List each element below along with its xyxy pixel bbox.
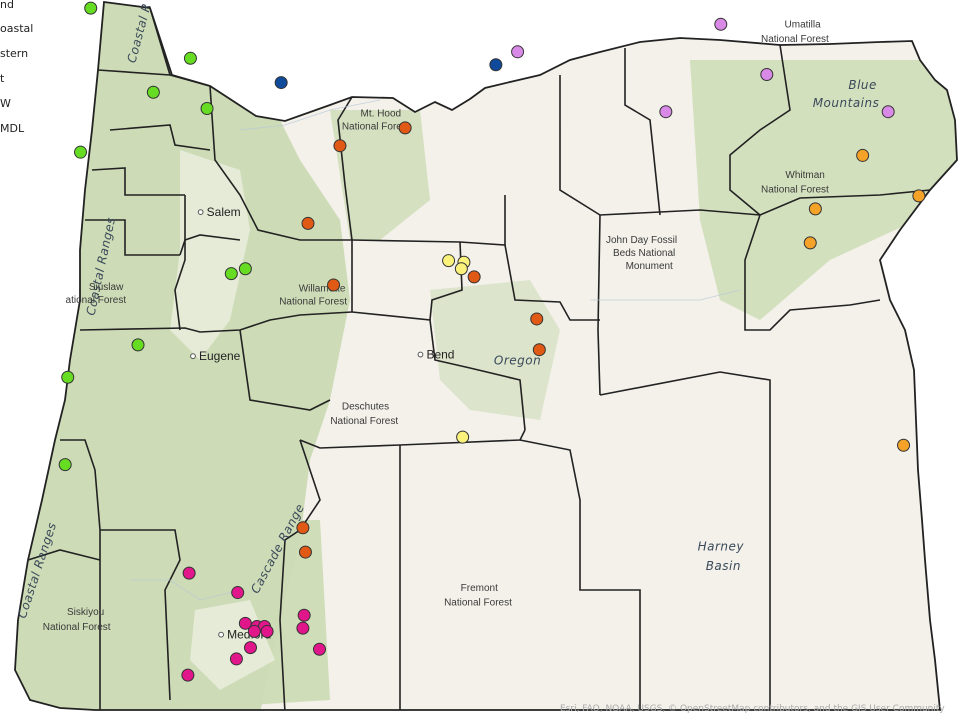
site-marker-yellow[interactable]: [456, 430, 470, 444]
feature-label: Beds National: [613, 248, 675, 259]
feature-label: John Day Fossil: [606, 235, 677, 246]
legend-item-4: t: [0, 72, 5, 85]
site-marker-magenta[interactable]: [297, 608, 311, 622]
feature-label: National Forest: [342, 122, 410, 133]
feature-label: Deschutes: [342, 402, 389, 413]
site-marker-orange[interactable]: [897, 438, 911, 452]
site-marker-yellow[interactable]: [454, 262, 468, 276]
site-marker-violet[interactable]: [760, 67, 774, 81]
feature-label: National Forest: [279, 296, 347, 307]
rivers: [130, 99, 741, 601]
site-marker-magenta[interactable]: [229, 652, 243, 666]
legend-item-2: oastal: [0, 22, 33, 35]
feature-label: National Forest: [761, 34, 829, 45]
site-marker-red-orange[interactable]: [298, 545, 312, 559]
site-marker-magenta[interactable]: [182, 566, 196, 580]
site-marker-magenta[interactable]: [247, 624, 261, 638]
site-marker-red-orange[interactable]: [296, 521, 310, 535]
site-marker-red-orange[interactable]: [301, 216, 315, 230]
feature-label: Fremont: [461, 583, 498, 594]
site-marker-green[interactable]: [183, 51, 197, 65]
feature-label: ational Forest: [66, 295, 127, 306]
feature-label: National Forest: [761, 185, 829, 196]
region-label: Basin: [706, 559, 741, 573]
site-marker-violet[interactable]: [714, 17, 728, 31]
site-marker-green[interactable]: [58, 458, 72, 472]
site-markers: [58, 1, 926, 682]
site-marker-green[interactable]: [84, 1, 98, 15]
legend: nd oastal stern t W MDL: [0, 0, 33, 135]
site-marker-navy[interactable]: [489, 58, 503, 72]
map-attribution: Esri, FAO, NOAA, USGS, © OpenStreetMap c…: [560, 704, 945, 713]
site-marker-orange[interactable]: [912, 189, 926, 203]
site-marker-magenta[interactable]: [313, 642, 326, 656]
feature-label: Siskiyou: [67, 607, 104, 618]
feature-label: National Forest: [444, 598, 512, 609]
site-marker-orange[interactable]: [803, 236, 817, 250]
site-marker-red-orange[interactable]: [530, 312, 544, 326]
site-marker-green[interactable]: [146, 85, 160, 99]
legend-item-6: MDL: [0, 122, 25, 135]
site-marker-magenta[interactable]: [243, 641, 257, 655]
site-marker-violet[interactable]: [511, 45, 525, 59]
site-marker-violet[interactable]: [881, 105, 895, 119]
city-label: Salem: [207, 205, 241, 219]
feature-label: National Forest: [330, 416, 398, 427]
site-marker-magenta[interactable]: [260, 624, 274, 638]
site-marker-magenta[interactable]: [296, 621, 310, 635]
site-marker-magenta[interactable]: [231, 586, 245, 600]
site-marker-yellow[interactable]: [442, 254, 456, 268]
site-marker-green[interactable]: [74, 145, 88, 159]
city-dot: [190, 353, 196, 360]
city-dot: [197, 209, 204, 215]
region-label: Mountains: [813, 96, 880, 110]
site-marker-red-orange[interactable]: [398, 121, 412, 135]
feature-label: Mt. Hood: [361, 109, 402, 120]
site-marker-green[interactable]: [224, 267, 238, 281]
legend-item-5: W: [0, 97, 11, 110]
legend-item-3: stern: [0, 47, 28, 60]
site-marker-orange[interactable]: [808, 202, 822, 216]
city-label: Eugene: [199, 349, 241, 363]
city-dot: [417, 351, 424, 358]
feature-label: Umatilla: [785, 20, 822, 31]
site-marker-red-orange[interactable]: [327, 278, 341, 292]
feature-label: Siuslaw: [89, 282, 124, 293]
site-marker-green[interactable]: [61, 370, 75, 384]
site-marker-navy[interactable]: [274, 76, 288, 90]
site-marker-red-orange[interactable]: [333, 139, 347, 153]
site-marker-orange[interactable]: [856, 148, 870, 162]
region-label: Oregon: [494, 353, 541, 367]
region-label: Harney: [698, 539, 745, 553]
site-marker-green[interactable]: [200, 101, 214, 115]
city-label: Bend: [426, 348, 454, 362]
site-marker-red-orange[interactable]: [532, 343, 546, 357]
feature-label: Whitman: [785, 170, 824, 181]
site-marker-green[interactable]: [238, 262, 252, 276]
feature-label: Willamette: [299, 283, 346, 294]
legend-item-1: nd: [0, 0, 14, 11]
county-boundaries: [27, 7, 931, 710]
site-marker-red-orange[interactable]: [467, 270, 481, 284]
region-label: Blue: [848, 78, 877, 92]
feature-label: National Forest: [43, 622, 111, 633]
site-marker-green[interactable]: [131, 338, 145, 352]
site-marker-magenta[interactable]: [181, 668, 195, 682]
city-dot: [218, 631, 224, 638]
oregon-state-outline: [14, 0, 958, 711]
feature-label: Monument: [626, 261, 673, 272]
site-marker-violet[interactable]: [659, 105, 673, 119]
